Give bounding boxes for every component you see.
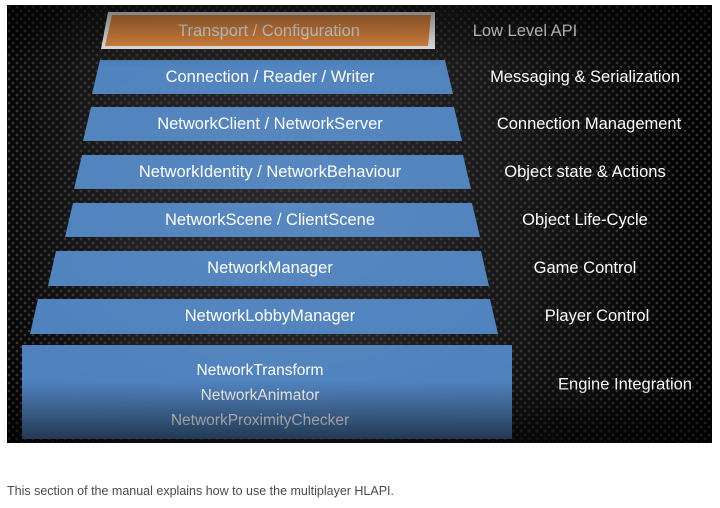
band-label-networkscene-clientscene: NetworkScene / ClientScene: [165, 211, 375, 229]
band-engine-components: NetworkTransform NetworkAnimator Network…: [22, 345, 512, 439]
side-label-engine-integration: Engine Integration: [558, 375, 692, 393]
band-label-networkmanager: NetworkManager: [207, 259, 333, 277]
side-label-low-level-api: Low Level API: [473, 22, 578, 40]
side-label-game-control: Game Control: [534, 259, 637, 277]
band-label-networklobbymanager: NetworkLobbyManager: [185, 307, 356, 325]
band-label-connection-reader-writer: Connection / Reader / Writer: [166, 68, 375, 86]
band-networkidentity-networkbehaviour: NetworkIdentity / NetworkBehaviour: [74, 155, 471, 189]
hlapi-layer-diagram: Transport / Configuration Connection / R…: [7, 5, 712, 443]
section-caption: This section of the manual explains how …: [7, 484, 395, 498]
side-label-object-state-actions: Object state & Actions: [504, 163, 665, 181]
band-networkclient-networkserver: NetworkClient / NetworkServer: [83, 107, 462, 141]
band-label-engine-components-line-3: NetworkProximityChecker: [171, 412, 349, 429]
band-networkscene-clientscene: NetworkScene / ClientScene: [65, 203, 480, 237]
side-label-messaging-serialization: Messaging & Serialization: [490, 68, 680, 86]
band-transport-configuration: Transport / Configuration: [101, 12, 435, 49]
band-networklobbymanager: NetworkLobbyManager: [30, 299, 498, 334]
side-label-object-life-cycle: Object Life-Cycle: [522, 211, 648, 229]
pyramid-chart: Transport / Configuration Connection / R…: [22, 12, 692, 439]
band-label-networkclient-networkserver: NetworkClient / NetworkServer: [157, 115, 383, 133]
band-connection-reader-writer: Connection / Reader / Writer: [92, 60, 453, 94]
band-label-networkidentity-networkbehaviour: NetworkIdentity / NetworkBehaviour: [139, 163, 402, 181]
side-label-player-control: Player Control: [545, 307, 650, 325]
band-label-engine-components-line-1: NetworkTransform: [197, 362, 324, 379]
side-label-connection-management: Connection Management: [497, 115, 682, 133]
band-label-transport-configuration: Transport / Configuration: [178, 22, 360, 40]
band-networkmanager: NetworkManager: [48, 251, 489, 286]
band-label-engine-components-line-2: NetworkAnimator: [201, 387, 320, 404]
